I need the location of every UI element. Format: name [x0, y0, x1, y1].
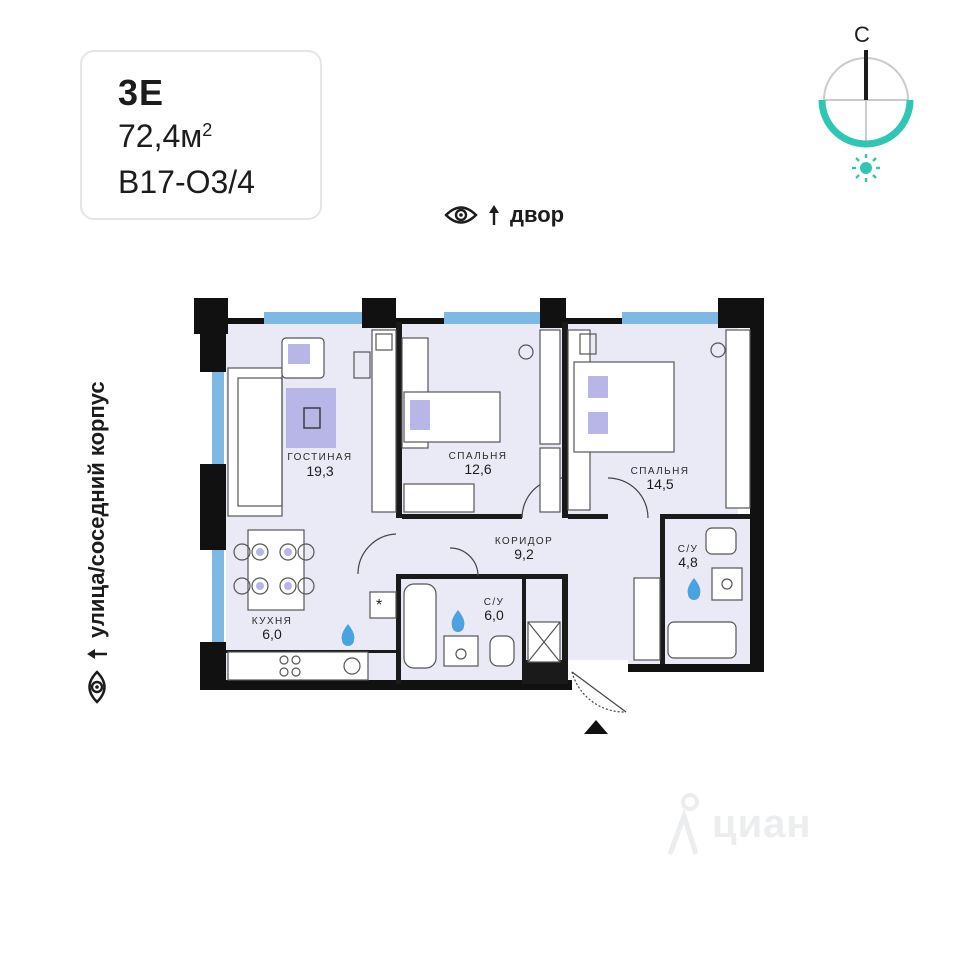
entrance-triangle-icon: [584, 720, 608, 734]
apartment-lot-number: В17-О3/4: [118, 164, 255, 200]
room-label-bedroom2: СПАЛЬНЯ: [631, 466, 690, 477]
water-drop-icon: [341, 578, 701, 646]
room-area-bedroom2: 14,5: [646, 476, 673, 492]
eye-icon: [88, 670, 106, 704]
apartment-type: 3Е: [118, 72, 165, 113]
apartment-area: 72,4м2: [118, 118, 213, 154]
compass-north-label: С: [854, 22, 870, 47]
view-courtyard-label: двор: [510, 202, 565, 227]
apartment-info-card: 3Е 72,4м2 В17-О3/4: [80, 50, 322, 220]
room-label-kitchen: КУХНЯ: [252, 616, 292, 627]
compass-icon: С: [812, 20, 920, 190]
room-area-living: 19,3: [306, 463, 333, 479]
room-label-corridor: КОРИДОР: [495, 536, 553, 547]
room-area-bath2: 4,8: [678, 554, 698, 570]
room-area-corridor: 9,2: [514, 546, 534, 562]
room-label-living: ГОСТИНАЯ: [287, 452, 352, 463]
view-courtyard: двор: [444, 202, 564, 228]
room-area-kitchen: 6,0: [262, 626, 282, 642]
room-label-bath2: С/У: [678, 544, 699, 555]
room-label-bath1: С/У: [484, 597, 505, 608]
eye-icon: [444, 206, 478, 224]
view-street: улица/соседний корпус: [82, 284, 112, 704]
svg-text:*: *: [376, 597, 382, 614]
arrow-up-icon: [87, 649, 107, 659]
watermark-text: циан: [712, 802, 812, 846]
room-area-bath1: 6,0: [484, 607, 504, 623]
room-label-bedroom1: СПАЛЬНЯ: [449, 451, 508, 462]
arrow-up-icon: [489, 205, 499, 225]
sun-icon: [852, 154, 880, 182]
room-area-bedroom1: 12,6: [464, 461, 491, 477]
watermark-logo: циан: [660, 790, 870, 860]
